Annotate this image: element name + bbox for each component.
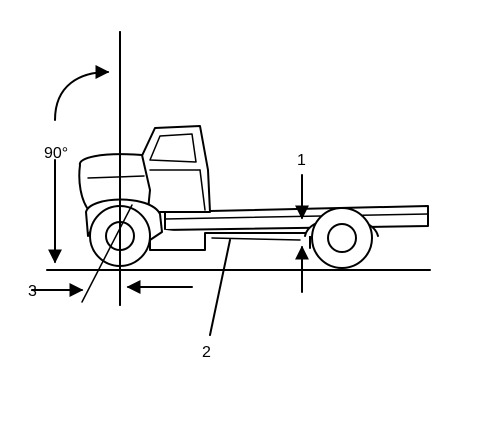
cab-body: [139, 125, 211, 213]
callout-2-leader: [209, 239, 231, 336]
rear-wheel-hub: [327, 223, 357, 253]
angle-arc-arrow: [54, 65, 110, 121]
rear-wheel-tire: [311, 207, 373, 269]
cab-window: [149, 133, 197, 163]
exhaust-pipe: [211, 237, 301, 241]
cab-door-edge: [199, 169, 206, 211]
hood: [78, 153, 151, 213]
wheel-center-angle-line: [81, 204, 133, 303]
callout-1-label: 1: [297, 152, 306, 169]
truck: [78, 125, 429, 269]
angle-label: 90°: [44, 145, 68, 162]
callout-3-label: 3: [28, 283, 37, 300]
callout-2-label: 2: [202, 344, 211, 361]
hood-line: [87, 175, 145, 179]
